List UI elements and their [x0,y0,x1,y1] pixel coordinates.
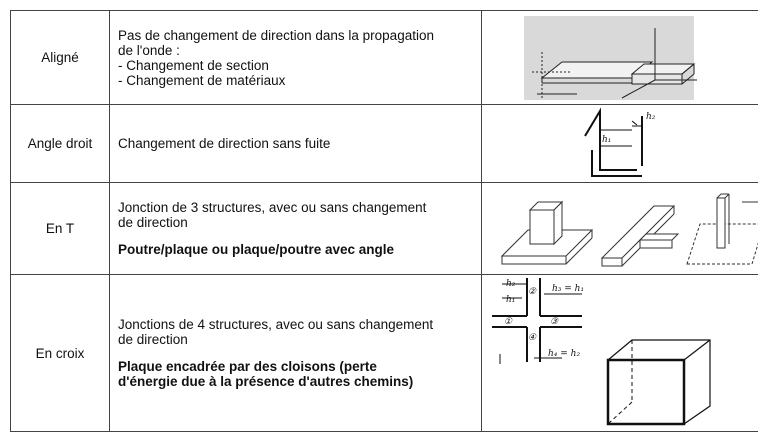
description-line: Changement de direction sans fuite [118,136,471,151]
junction-type-cell: Angle droit [11,105,110,183]
description-line: de direction [118,332,471,347]
description-line: de l'onde : [118,43,471,58]
junction-figure-cell [482,183,758,275]
junction-type-cell: Aligné [11,11,110,105]
junction-type-cell: En croix [11,275,110,432]
example-line: Poutre/plaque ou plaque/poutre avec angl… [118,242,471,257]
aligned-junction-diagram-icon [482,12,758,103]
example-line: d'énergie due à la présence d'autres che… [118,374,471,389]
description-line: Jonction de 3 structures, avec ou sans c… [118,200,471,215]
right-angle-junction-diagram-icon: h₁ h₂ [482,106,758,181]
description-line: Pas de changement de direction dans la p… [118,28,471,43]
junction-types-table: Aligné Pas de changement de direction da… [10,10,758,432]
junction-description-cell: Pas de changement de direction dans la p… [110,11,482,105]
junction-type-label: En croix [36,346,85,361]
plate-2-label: ② [528,287,537,297]
plate-3-label: ③ [550,317,559,327]
table-row: Angle droit Changement de direction sans… [11,105,758,183]
junction-figure-cell: h₂ h₁ h₃ = h₁ h₄ = h₂ ② ① ③ ④ [482,275,758,432]
table-row: En croix Jonctions de 4 structures, avec… [11,275,758,432]
junction-figure-cell [482,11,758,105]
h4-label: h₄ = h₂ [548,349,580,359]
description-line: de direction [118,215,471,230]
plate-1-label: ① [504,317,513,327]
plate-4-label: ④ [528,333,537,343]
junction-description-cell: Jonctions de 4 structures, avec ou sans … [110,275,482,432]
h1-label: h₁ [506,295,515,305]
table-row: En T Jonction de 3 structures, avec ou s… [11,183,758,275]
junction-type-label: Aligné [41,50,79,65]
junction-type-cell: En T [11,183,110,275]
junction-type-label: Angle droit [28,136,93,151]
h3-label: h₃ = h₁ [552,284,584,294]
junction-type-label: En T [46,221,74,236]
table-row: Aligné Pas de changement de direction da… [11,11,758,105]
t-junction-diagram-icon [482,184,758,273]
junction-figure-cell: h₁ h₂ [482,105,758,183]
h2-label: h₂ [646,112,656,122]
description-line: - Changement de matériaux [118,73,471,88]
description-line: - Changement de section [118,58,471,73]
description-line: Jonctions de 4 structures, avec ou sans … [118,317,471,332]
h1-label: h₁ [602,135,611,145]
cross-junction-diagram-icon: h₂ h₁ h₃ = h₁ h₄ = h₂ ② ① ③ ④ [482,276,758,430]
h2-label: h₂ [506,279,516,289]
junction-description-cell: Jonction de 3 structures, avec ou sans c… [110,183,482,275]
junction-description-cell: Changement de direction sans fuite [110,105,482,183]
example-line: Plaque encadrée par des cloisons (perte [118,359,471,374]
